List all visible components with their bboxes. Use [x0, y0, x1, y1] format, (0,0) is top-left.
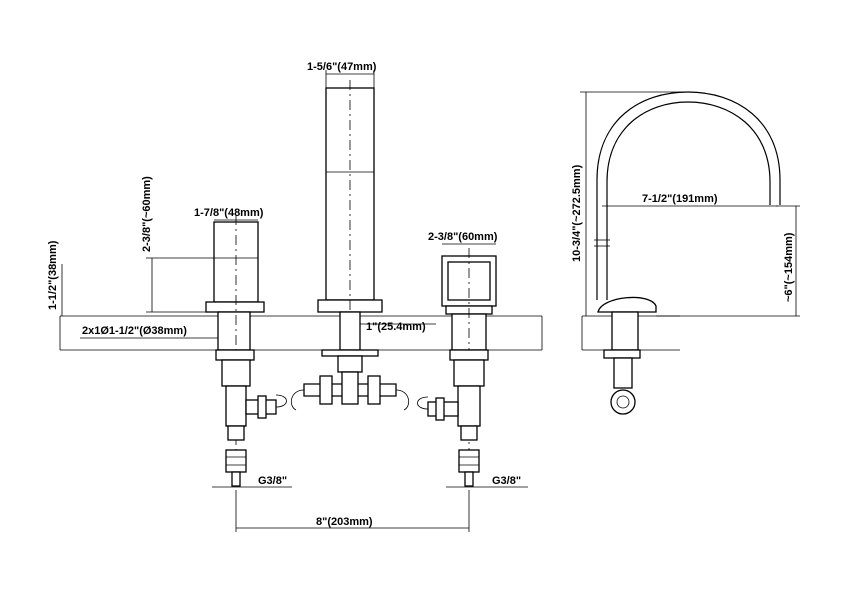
dim-handle-height-label: 2-3/8"(~60mm)	[141, 176, 153, 252]
spout	[290, 80, 410, 411]
dim-deck-thickness: 1"(25.4mm)	[360, 321, 436, 333]
dim-spout-width-label: 1-5/6"(47mm)	[307, 61, 377, 73]
dim-reach: 7-1/2"(191mm)	[602, 193, 778, 207]
dim-spread: 8"(203mm)	[235, 490, 470, 532]
dim-spout-width: 1-5/6"(47mm)	[307, 61, 377, 88]
dim-reach-label: 7-1/2"(191mm)	[642, 193, 718, 205]
dim-spout-height-label: ~6"(~154mm)	[783, 232, 795, 302]
gooseneck-spout	[594, 91, 781, 415]
dim-diverter-width-label: 2-3/8"(60mm)	[428, 231, 498, 243]
dim-deck-offset: 1-1/2"(38mm)	[47, 240, 63, 316]
dim-holes-label: 2x1Ø1-1/2"(Ø38mm)	[82, 325, 187, 337]
dim-diverter-width: 2-3/8"(60mm)	[428, 231, 498, 245]
dim-holes: 2x1Ø1-1/2"(Ø38mm)	[80, 325, 218, 339]
dim-deck-offset-label: 1-1/2"(38mm)	[47, 240, 59, 310]
dim-thread-left-label: G3/8"	[258, 475, 287, 487]
front-view: 1-5/6"(47mm) 1-7/8"(48mm) 2-3/8"(~60mm) …	[47, 61, 543, 532]
left-handle	[205, 215, 287, 488]
dim-thread-right: G3/8"	[446, 475, 528, 488]
dim-deck-thickness-label: 1"(25.4mm)	[366, 321, 426, 333]
dim-handle-width-label: 1-7/8"(48mm)	[194, 207, 264, 219]
dim-thread-right-label: G3/8"	[492, 475, 521, 487]
dim-total-height: 10-3/4"(~272.5mm)	[571, 91, 690, 316]
dim-total-height-label: 10-3/4"(~272.5mm)	[571, 164, 583, 262]
dim-spread-label: 8"(203mm)	[316, 516, 373, 528]
dim-thread-left: G3/8"	[212, 475, 292, 488]
diverter	[417, 248, 497, 488]
side-view: 10-3/4"(~272.5mm) 7-1/2"(191mm) ~6"(~154…	[571, 91, 800, 415]
dim-handle-width: 1-7/8"(48mm)	[194, 207, 264, 221]
dim-handle-height: 2-3/8"(~60mm)	[141, 176, 214, 313]
dim-spout-height: ~6"(~154mm)	[656, 205, 800, 317]
